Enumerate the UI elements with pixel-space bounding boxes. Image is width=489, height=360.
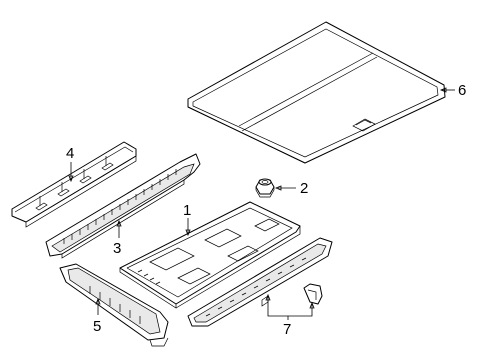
callout-2: 2 <box>300 180 308 197</box>
upper-rail[interactable] <box>11 141 137 228</box>
callout-3: 3 <box>113 240 121 257</box>
lower-bracket[interactable] <box>59 263 169 347</box>
leader-1-arrow <box>185 229 191 237</box>
leader-3-arrow <box>116 219 122 227</box>
leader-7b-arrow <box>309 301 315 309</box>
leader-6-arrow <box>439 87 447 93</box>
callout-7: 7 <box>283 321 291 338</box>
callout-5: 5 <box>93 318 101 335</box>
sill-plate-and-clip[interactable] <box>187 237 333 327</box>
callout-4: 4 <box>66 145 74 162</box>
leader-7 <box>267 296 313 317</box>
leader-4-arrow <box>68 175 74 183</box>
leader-2-arrow <box>274 185 282 191</box>
cargo-cover-panel[interactable] <box>187 21 446 164</box>
leader-7a-arrow <box>265 293 271 301</box>
callout-6: 6 <box>458 82 466 99</box>
left-support-bracket[interactable] <box>45 153 201 259</box>
leader-lines <box>68 87 455 320</box>
floor-pan[interactable] <box>119 201 301 309</box>
nut[interactable] <box>255 178 275 198</box>
leader-5-arrow <box>95 297 101 305</box>
callout-labels: 1 2 3 4 5 6 7 <box>66 82 466 338</box>
callout-1: 1 <box>183 202 191 219</box>
